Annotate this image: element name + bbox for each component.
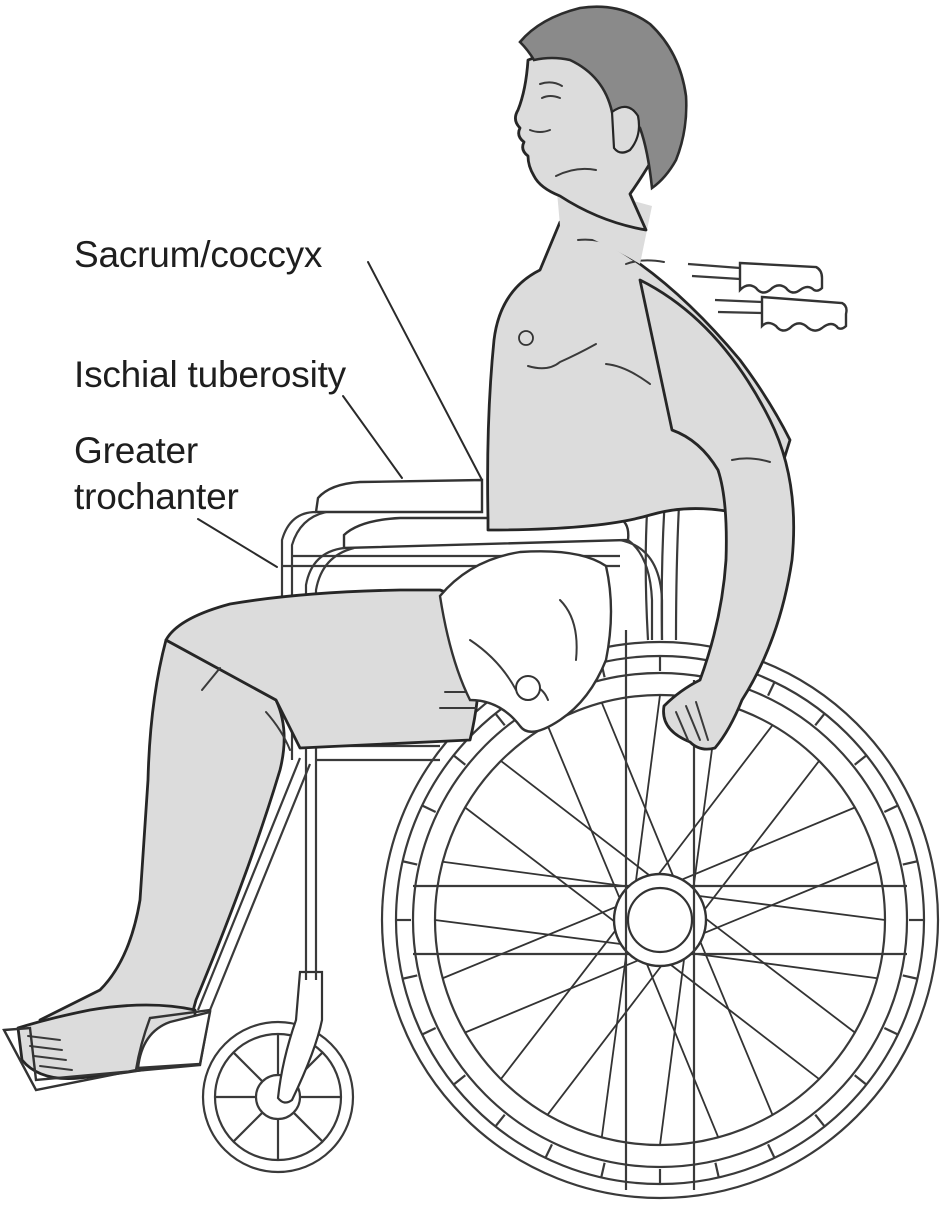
leader-line-sacrum [367, 261, 483, 481]
label-greater-trochanter: Greater trochanter [74, 430, 239, 517]
leader-line-trochanter [197, 518, 278, 568]
leader-line-ischial [342, 395, 403, 479]
leader-lines [197, 261, 483, 568]
label-sacrum-coccyx: Sacrum/coccyx [74, 234, 323, 275]
caster-wheel [201, 970, 355, 1174]
rear-wheel [380, 630, 940, 1200]
seated-person [2, 5, 796, 1092]
push-handles [687, 261, 848, 332]
label-ischial-tuberosity: Ischial tuberosity [74, 354, 346, 395]
